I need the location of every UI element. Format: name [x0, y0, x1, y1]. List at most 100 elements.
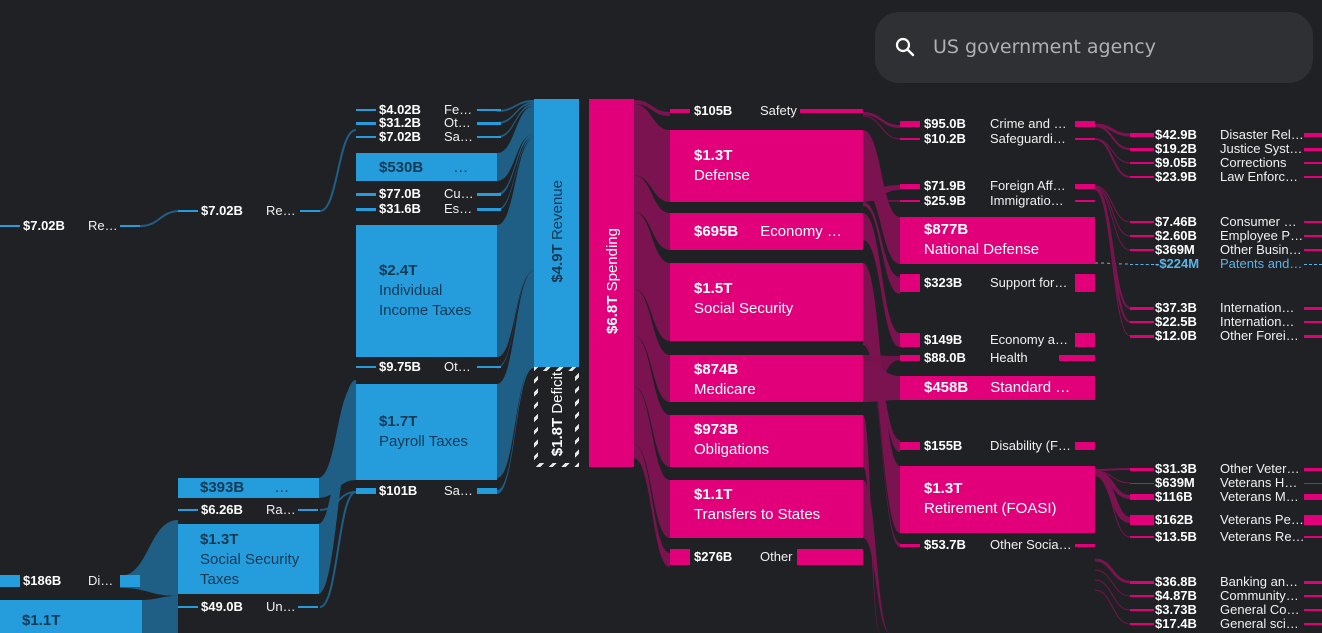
spend-l3-3-bar-right[interactable] — [1304, 176, 1322, 178]
rev-l2-4-bar-right[interactable] — [477, 192, 501, 196]
spend-l3-7-bar-right[interactable] — [1304, 263, 1322, 265]
rev-l1-4-bar-right[interactable] — [298, 606, 318, 608]
rev-l2-1-bar-left[interactable] — [356, 121, 376, 125]
spend-l3-11-bar-right[interactable] — [1304, 467, 1322, 471]
rev-l2-5-bar-right[interactable] — [477, 207, 501, 211]
spend-l1-7-bar-left[interactable] — [670, 549, 690, 565]
spend-l1-0-bar-left[interactable] — [670, 109, 690, 113]
spend-l3-11-bar-left[interactable] — [1130, 467, 1154, 471]
spend-l3-4-bar-right[interactable] — [1304, 221, 1322, 223]
spend-l3-13-bar-right[interactable] — [1304, 494, 1322, 500]
spend-l2-3-bar-left[interactable] — [900, 200, 920, 202]
spend-l2-10[interactable] — [900, 466, 1095, 533]
spend-l3-9-bar-left[interactable] — [1130, 321, 1154, 323]
search-input[interactable] — [933, 32, 1293, 62]
rev-l2-3[interactable] — [356, 153, 497, 181]
rev-l2-7-bar-left[interactable] — [356, 366, 376, 368]
spend-l2-4[interactable] — [900, 217, 1095, 264]
rev-l1-4-bar-left[interactable] — [178, 606, 198, 608]
spend-l2-5-bar-left[interactable] — [900, 274, 920, 292]
spending-node[interactable] — [589, 99, 634, 467]
rev-l1-0-bar-left[interactable] — [178, 210, 198, 212]
rev-l2-4-bar-left[interactable] — [356, 192, 376, 196]
rev-l2-0-bar-right[interactable] — [477, 109, 501, 111]
rev-l2-5-bar-left[interactable] — [356, 207, 376, 211]
spend-l3-13-bar-left[interactable] — [1130, 494, 1154, 500]
spend-l2-0-bar-right[interactable] — [1075, 121, 1095, 127]
spend-l2-2-bar-left[interactable] — [900, 183, 920, 189]
spend-l2-1-bar-right[interactable] — [1075, 138, 1095, 140]
rev-l0-0-bar-right[interactable] — [120, 225, 140, 227]
spend-l3-18-bar-right[interactable] — [1304, 609, 1322, 611]
spend-l3-0-bar-right[interactable] — [1304, 133, 1322, 137]
spend-l3-5-bar-right[interactable] — [1304, 235, 1322, 237]
spend-l2-9-bar-right[interactable] — [1075, 442, 1095, 450]
spend-l2-11-bar-left[interactable] — [900, 543, 920, 547]
rev-l2-6[interactable] — [356, 225, 497, 357]
spend-l1-0-bar-right[interactable] — [800, 109, 863, 113]
spend-l3-18-bar-left[interactable] — [1130, 609, 1154, 611]
spend-l2-0-bar-left[interactable] — [900, 121, 920, 127]
spend-l3-3-bar-left[interactable] — [1130, 176, 1154, 178]
spend-l3-9-bar-right[interactable] — [1304, 321, 1322, 323]
spend-l2-6-bar-right[interactable] — [1075, 333, 1095, 347]
spend-l2-11-bar-right[interactable] — [1075, 543, 1095, 547]
rev-l2-8[interactable] — [356, 384, 497, 480]
spend-l3-19-bar-left[interactable] — [1130, 623, 1154, 625]
spend-l3-2-bar-left[interactable] — [1130, 162, 1154, 164]
rev-l0-2[interactable] — [0, 600, 142, 633]
spend-l3-8-bar-right[interactable] — [1304, 306, 1322, 310]
rev-l2-9-bar-left[interactable] — [356, 488, 376, 494]
spend-l3-15-bar-right[interactable] — [1304, 536, 1322, 538]
spend-l3-14-bar-left[interactable] — [1130, 515, 1154, 525]
spend-l3-12-bar-right[interactable] — [1304, 482, 1322, 484]
rev-l2-2-bar-right[interactable] — [477, 136, 501, 138]
spend-l3-1-bar-left[interactable] — [1130, 147, 1154, 151]
spend-l2-9-bar-left[interactable] — [900, 442, 920, 450]
spend-l2-7-bar-left[interactable] — [900, 355, 920, 361]
spend-l3-17-bar-right[interactable] — [1304, 595, 1322, 597]
rev-l1-0-bar-right[interactable] — [300, 210, 320, 212]
spend-l1-2[interactable] — [670, 213, 863, 250]
revenue-node[interactable] — [534, 99, 579, 367]
spend-l3-19-bar-right[interactable] — [1304, 623, 1322, 625]
spend-l3-8-bar-left[interactable] — [1130, 306, 1154, 310]
spend-l3-2-bar-right[interactable] — [1304, 162, 1322, 164]
rev-l1-2-bar-left[interactable] — [178, 509, 198, 511]
spend-l3-5-bar-left[interactable] — [1130, 235, 1154, 237]
spend-l1-7-bar-right[interactable] — [797, 549, 863, 565]
spend-l1-3[interactable] — [670, 263, 863, 341]
spend-l3-17-bar-left[interactable] — [1130, 595, 1154, 597]
spend-l1-6[interactable] — [670, 480, 863, 538]
rev-l2-0-bar-left[interactable] — [356, 109, 376, 111]
spend-l3-7-bar-left[interactable] — [1130, 263, 1154, 265]
